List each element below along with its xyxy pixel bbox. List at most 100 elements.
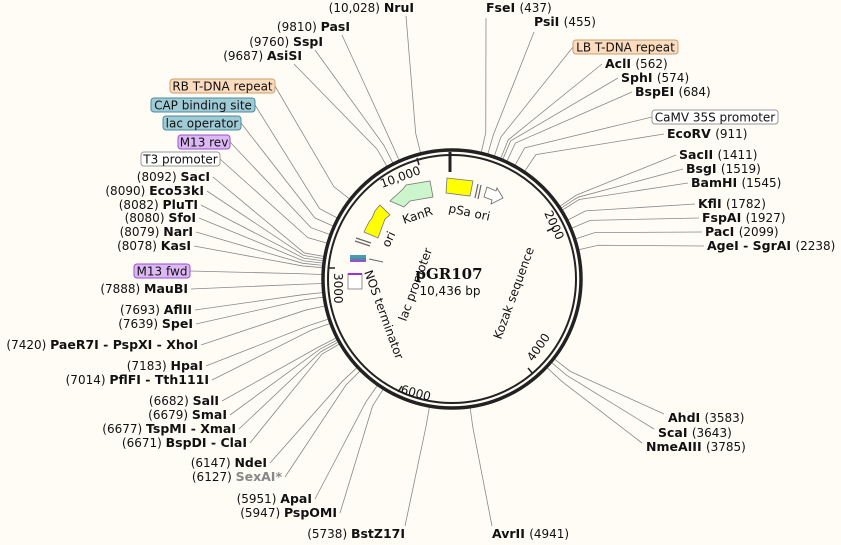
enzyme-site-label[interactable]: FspAI (1927) — [702, 210, 786, 225]
nos-terminator-feature[interactable] — [347, 273, 363, 290]
leader-line — [554, 358, 665, 415]
leader-line — [221, 337, 337, 402]
feature-label-camv-35s-promoter[interactable]: CaMV 35S promoter — [651, 109, 779, 125]
site-position: (3583) — [705, 411, 745, 425]
enzyme-site-label[interactable]: (7693) AflII — [120, 302, 192, 317]
enzyme-site-label[interactable]: SacII (1411) — [679, 147, 757, 162]
m13-rev-feature[interactable] — [350, 260, 366, 262]
enzyme-site-label[interactable]: SphI (574) — [621, 70, 689, 85]
kozak-label: Kozak sequence — [491, 245, 537, 341]
enzyme-site-label[interactable]: (6679) SmaI — [148, 407, 227, 422]
leader-line — [200, 204, 324, 262]
enzyme-name: PluTI — [162, 197, 198, 212]
site-position: (9687) — [223, 49, 267, 63]
leader-line — [514, 116, 653, 166]
site-position: (1545) — [741, 176, 781, 190]
backbone-outer — [321, 148, 583, 410]
enzyme-site-label[interactable]: (9810) PasI — [277, 19, 350, 34]
site-position: (5738) — [307, 527, 351, 541]
enzyme-name: SfoI — [168, 210, 196, 225]
site-position: (6671) — [122, 436, 166, 450]
enzyme-site-label[interactable]: AgeI - SgrAI (2238) — [707, 238, 835, 253]
feature-label-cap-binding-site[interactable]: CAP binding site — [150, 97, 256, 113]
enzyme-site-label[interactable]: NmeAIII (3785) — [646, 439, 746, 454]
enzyme-site-label[interactable]: AhdI (3583) — [668, 410, 744, 425]
enzyme-site-label[interactable]: (9760) SspI — [249, 34, 323, 49]
enzyme-site-label[interactable]: AvrII (4941) — [492, 526, 569, 541]
enzyme-site-label[interactable]: PacI (2099) — [705, 224, 779, 239]
site-position: (3785) — [706, 440, 746, 454]
enzyme-site-label[interactable]: EcoRV (911) — [667, 126, 747, 141]
enzyme-name: SspI — [293, 34, 323, 49]
leader-line — [502, 77, 619, 160]
enzyme-site-label[interactable]: AclI (562) — [605, 56, 668, 71]
leader-line — [480, 17, 487, 153]
enzyme-site-label[interactable]: (6127) SexAI* — [192, 469, 283, 484]
enzyme-site-label[interactable]: (6682) SalI — [149, 393, 219, 408]
leader-line — [341, 34, 400, 161]
site-position: (7639) — [118, 317, 162, 331]
enzyme-site-label[interactable]: (8092) SacI — [137, 169, 210, 184]
enzyme-site-label[interactable]: (7183) HpaI — [127, 358, 203, 373]
feature-label-m13-rev[interactable]: M13 rev — [177, 134, 231, 150]
enzyme-site-label[interactable]: (9687) AsiSI — [223, 48, 302, 63]
leader-line — [206, 190, 324, 260]
svg-text:CAP binding site: CAP binding site — [154, 99, 252, 113]
enzyme-site-label[interactable]: (8082) PluTI — [119, 197, 198, 212]
svg-text:lac operator: lac operator — [166, 117, 239, 131]
leader-line — [487, 31, 535, 155]
plasmid-length: 10,436 bp — [419, 284, 480, 298]
enzyme-site-label[interactable]: BamHI (1545) — [691, 175, 781, 190]
m13-fwd-feature[interactable] — [348, 273, 362, 275]
enzyme-name: BamHI — [691, 175, 741, 190]
enzyme-name: PsiI — [534, 14, 564, 29]
leader-line — [195, 296, 324, 325]
enzyme-site-label[interactable]: BsgI (1519) — [686, 161, 761, 176]
enzyme-name: SexAI* — [236, 469, 283, 484]
ori-feature[interactable] — [363, 204, 391, 239]
feature-label-lb-t-dna-repeat[interactable]: LB T-DNA repeat — [572, 39, 679, 55]
enzyme-name: AclI — [605, 56, 635, 71]
enzyme-name: SphI — [621, 70, 657, 85]
site-position: (1411) — [718, 148, 758, 162]
feature-label-t3-promoter[interactable]: T3 promoter — [140, 151, 221, 167]
enzyme-site-label[interactable]: (7420) PaeR7I - PspXI - XhoI — [6, 337, 198, 352]
enzyme-site-label[interactable]: (5951) ApaI — [237, 491, 312, 506]
enzyme-site-label[interactable]: (6147) NdeI — [191, 455, 267, 470]
enzyme-site-label[interactable]: (6677) TspMI - XmaI — [102, 421, 236, 436]
enzyme-name: PflFI - Tth111I — [109, 372, 209, 387]
enzyme-name: BsgI — [686, 161, 721, 176]
pSa-ori-feature[interactable] — [445, 177, 474, 197]
KanR-feature[interactable] — [389, 180, 434, 208]
enzyme-site-label[interactable]: FseI (437) — [486, 0, 552, 15]
enzyme-name: ScaI — [658, 425, 692, 440]
enzyme-name: AvrII — [492, 526, 529, 541]
enzyme-site-label[interactable]: (10,028) NruI — [329, 0, 414, 15]
enzyme-site-label[interactable]: PsiI (455) — [534, 14, 596, 29]
enzyme-site-label[interactable]: (8079) NarI — [120, 224, 193, 239]
cap-site-feature[interactable] — [350, 255, 366, 258]
svg-text:T3 promoter: T3 promoter — [142, 153, 218, 167]
feature-label-m13-fwd[interactable]: M13 fwd — [133, 263, 191, 279]
site-position: (8090) — [105, 184, 149, 198]
promoter-arrow-feature[interactable] — [483, 186, 504, 205]
enzyme-site-label[interactable]: (5738) BstZ17I — [307, 526, 405, 541]
enzyme-site-label[interactable]: (7639) SpeI — [118, 316, 193, 331]
feature-label-lac-operator[interactable]: lac operator — [162, 115, 242, 131]
enzyme-site-label[interactable]: (8078) KasI — [117, 238, 191, 253]
enzyme-site-label[interactable]: (6671) BspDI - ClaI — [122, 435, 247, 450]
enzyme-site-label[interactable]: (7888) MauBI — [100, 281, 188, 296]
enzyme-site-label[interactable]: (8080) SfoI — [125, 210, 196, 225]
site-position: (7693) — [120, 303, 164, 317]
leader-line — [469, 407, 493, 527]
enzyme-site-label[interactable]: ScaI (3643) — [658, 425, 732, 440]
site-position: (7014) — [66, 373, 110, 387]
enzyme-site-label[interactable]: (5947) PspOMI — [240, 505, 337, 520]
enzyme-site-label[interactable]: BspEI (684) — [635, 84, 711, 99]
enzyme-site-label[interactable]: KflI (1782) — [698, 196, 766, 211]
lac-operator-feature[interactable] — [350, 258, 366, 260]
feature-label-rb-t-dna-repeat[interactable]: RB T-DNA repeat — [169, 78, 276, 94]
enzyme-site-label[interactable]: (8090) Eco53kI — [105, 183, 204, 198]
enzyme-site-label[interactable]: (7014) PflFI - Tth111I — [66, 372, 209, 387]
